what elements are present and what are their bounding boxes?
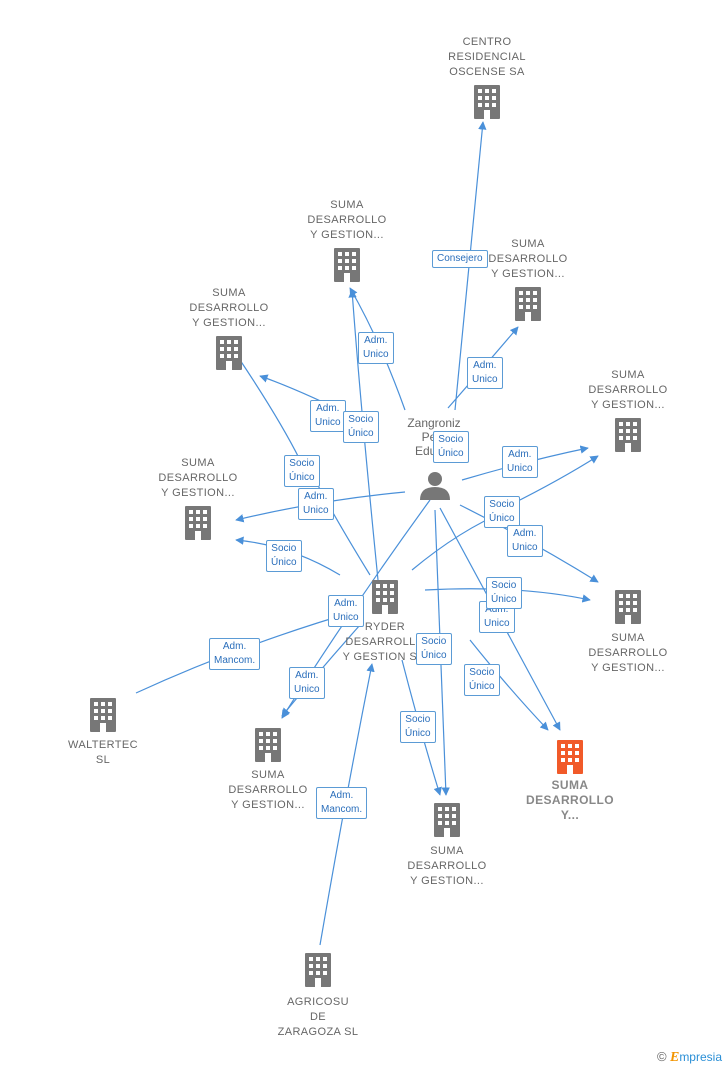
edge-suma3-socio <box>239 359 301 461</box>
building-icon <box>434 803 460 837</box>
edge-label[interactable]: Adm. Unico <box>467 357 503 389</box>
building-icon <box>557 740 583 774</box>
edge-label[interactable]: Socio Único <box>266 540 302 572</box>
edge-label[interactable]: Adm. Mancom. <box>209 638 261 670</box>
brand-name: mpresia <box>679 1050 722 1064</box>
building-icon <box>255 728 281 762</box>
edge-label[interactable]: Socio Único <box>416 633 452 665</box>
building-icon <box>372 580 398 614</box>
building-icon <box>615 590 641 624</box>
building-icon <box>305 953 331 987</box>
building-icon <box>334 248 360 282</box>
building-icon <box>90 698 116 732</box>
edge-sumaHL-socio <box>469 639 549 731</box>
building-icon <box>216 336 242 370</box>
copyright-symbol: © <box>657 1049 667 1064</box>
nodes: ZangronizPe...Edua... CENTRORESIDENCIALO… <box>68 36 667 1038</box>
edge-label[interactable]: Adm. Unico <box>507 525 543 557</box>
edge-label[interactable]: Adm. Unico <box>310 400 346 432</box>
edge-label[interactable]: Socio Único <box>284 455 320 487</box>
edge-label[interactable]: Socio Único <box>400 711 436 743</box>
edge-label[interactable]: Adm. Mancom. <box>316 787 368 819</box>
edge-label[interactable]: Adm. Unico <box>289 667 325 699</box>
edge-label[interactable]: Adm. Unico <box>298 488 334 520</box>
edge-suma4-socio <box>509 455 599 506</box>
edge-label[interactable]: Socio Único <box>464 664 500 696</box>
brand-logo[interactable]: © Empresia <box>657 1049 722 1066</box>
edge-label[interactable]: Socio Único <box>486 577 522 609</box>
building-icon <box>615 418 641 452</box>
edge-label[interactable]: Socio Único <box>343 411 379 443</box>
building-icon <box>515 287 541 321</box>
building-icon <box>185 506 211 540</box>
edge-label[interactable]: Socio Único <box>433 431 469 463</box>
edge-label[interactable]: Adm. Unico <box>328 595 364 627</box>
building-icon <box>474 85 500 119</box>
edge-label[interactable]: Adm. Unico <box>358 332 394 364</box>
person-icon <box>420 472 450 500</box>
edge-label[interactable]: Socio Único <box>484 496 520 528</box>
edge-label[interactable]: Consejero <box>432 250 488 268</box>
brand-e-glyph: E <box>669 1050 680 1065</box>
edge-label[interactable]: Adm. Unico <box>502 446 538 478</box>
